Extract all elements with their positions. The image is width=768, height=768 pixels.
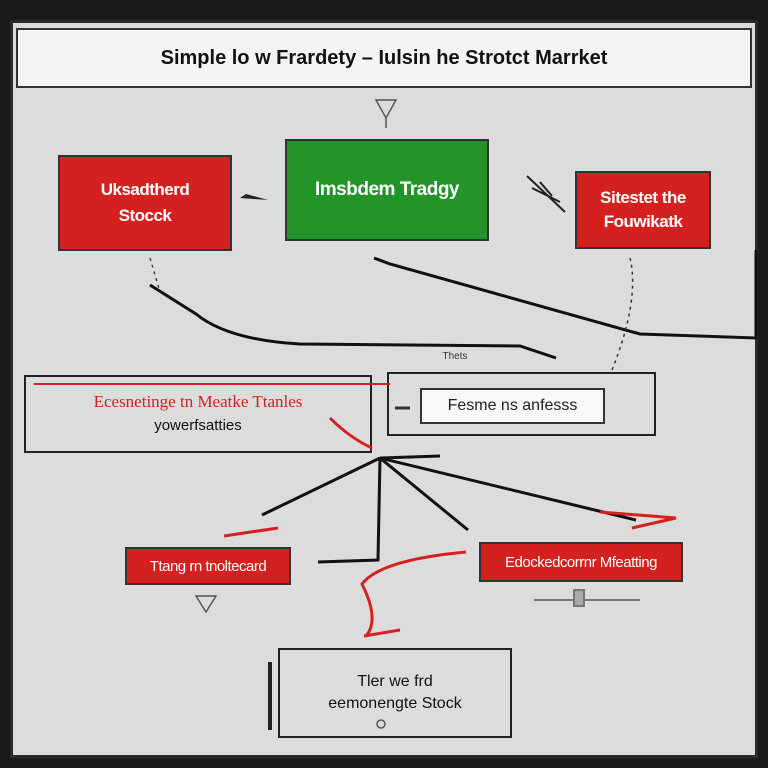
trading-node: Imsbdem Tradgy (285, 139, 489, 241)
connector-top-mid (373, 250, 758, 340)
mid-right-node: Fesme ns anfesss (420, 388, 605, 424)
bottom-left-node-label: Ttang rn tnoltecard (149, 557, 267, 575)
small-connector-label-text: Thets (442, 350, 468, 362)
bottom-left-node: Ttang rn tnoltecard (125, 547, 291, 585)
bottom-right-node-label: Edockedcorrnr Mfeatting (505, 553, 657, 571)
hub-fan-lines (261, 454, 637, 564)
connector-dashed-right (611, 257, 634, 371)
connector-top-left (149, 283, 557, 360)
funnel-icon-top (374, 99, 398, 128)
funnel-icon-bottom (194, 595, 218, 614)
red-swoosh-lines (223, 416, 677, 638)
stock-node-line2: Stocck (118, 206, 172, 225)
bottom-right-node: Edockedcorrnr Mfeatting (479, 542, 683, 582)
trading-node-label: Imsbdem Tradgy (315, 179, 460, 200)
slider-handle-icon (534, 589, 640, 607)
mid-left-node-line1: Ecesnetinge tn Meatke Ttanles (93, 392, 303, 411)
stock-node: Uksadtherd Stocck (58, 155, 232, 251)
final-node: Tler we frd eemonengte Stock (278, 648, 512, 738)
small-connector-label: Thets (430, 348, 480, 364)
arrow-to-right-node (526, 175, 566, 213)
final-node-line1: Tler we frd (357, 673, 433, 690)
final-node-glyph (376, 719, 386, 729)
final-node-line2: eemonengte Stock (328, 695, 462, 712)
right-node-line1: Sitestet the (600, 188, 686, 207)
diagram-title: Simple lo w Frardety – Iulsin he Strotct… (16, 28, 752, 88)
mid-left-node: Ecesnetinge tn Meatke Ttanles yowerfsatt… (24, 375, 372, 453)
connector-dashed-left (149, 257, 161, 293)
right-node-line2: Fouwikatk (603, 212, 683, 231)
mid-left-node-line2: yowerfsatties (154, 417, 242, 434)
mid-right-container (387, 372, 656, 436)
arrow-stock-to-trading (240, 194, 268, 200)
mid-right-node-label: Fesme ns anfesss (447, 397, 578, 414)
right-node: Sitestet the Fouwikatk (575, 171, 711, 249)
stock-node-line1: Uksadtherd (100, 180, 190, 199)
